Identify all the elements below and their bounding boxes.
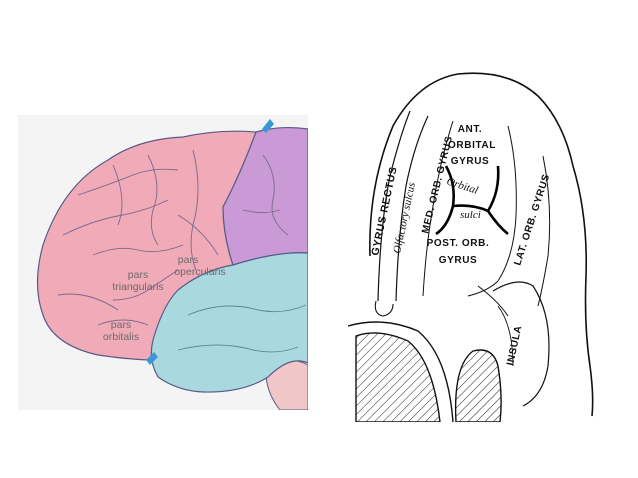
frontal-sulci (57, 149, 219, 326)
label-pars-orbitalis-line1: pars (111, 319, 131, 331)
orbital-sulci-lines (435, 165, 509, 236)
insula-outline (492, 281, 550, 407)
label-olfactory-sulcus: Olfactory sulcus (391, 181, 418, 254)
parietal-sulci (242, 154, 289, 236)
label-pars-opercularis-line1: pars (178, 254, 198, 266)
frontal-lobe-outline (369, 72, 594, 417)
label-pars-triangularis-line2: triangularis (112, 281, 163, 293)
bottom-marker-arrow-icon (146, 352, 158, 365)
top-marker-arrow-icon (262, 119, 274, 133)
temporal-lobe-region (150, 252, 308, 393)
label-ant-orbital-line1: ANT. (458, 124, 483, 135)
lateral-gyri-lines (467, 125, 551, 317)
label-ant-orbital-line3: GYRUS (451, 156, 490, 167)
label-ant-orbital-line2: ORBITAL (448, 140, 496, 151)
temporal-sulci (177, 304, 307, 353)
label-insula: INSULA (505, 324, 524, 366)
label-lat-orb-gyrus: LAT. ORB. GYRUS (512, 173, 552, 267)
lateral-brain-svg: pars opercularis pars triangularis pars … (36, 119, 308, 410)
cut-section-left (355, 332, 441, 422)
label-sulci: sulci (460, 209, 481, 221)
olfactory-stump (374, 300, 394, 317)
cut-edge-left (348, 321, 454, 422)
cut-section-right (454, 349, 502, 422)
orbital-surface-diagram: GYRUS RECTUS Olfactory sulcus MED. ORB. … (348, 66, 610, 422)
insula-inner-line (497, 305, 514, 367)
orbital-surface-svg: GYRUS RECTUS Olfactory sulcus MED. ORB. … (348, 72, 594, 422)
medial-orbital-boundary (422, 120, 454, 297)
label-orbital: Orbital (445, 175, 480, 196)
label-pars-orbitalis-line2: orbitalis (103, 331, 139, 343)
lateral-brain-diagram: pars opercularis pars triangularis pars … (18, 115, 308, 410)
label-post-orb-line2: GYRUS (439, 255, 478, 266)
label-pars-opercularis-line2: opercularis (174, 266, 225, 278)
olfactory-sulcus-line (395, 115, 429, 302)
label-post-orb-line1: POST. ORB. (427, 238, 490, 249)
gyrus-rectus-outline (377, 110, 411, 302)
label-pars-triangularis-line1: pars (128, 269, 148, 281)
